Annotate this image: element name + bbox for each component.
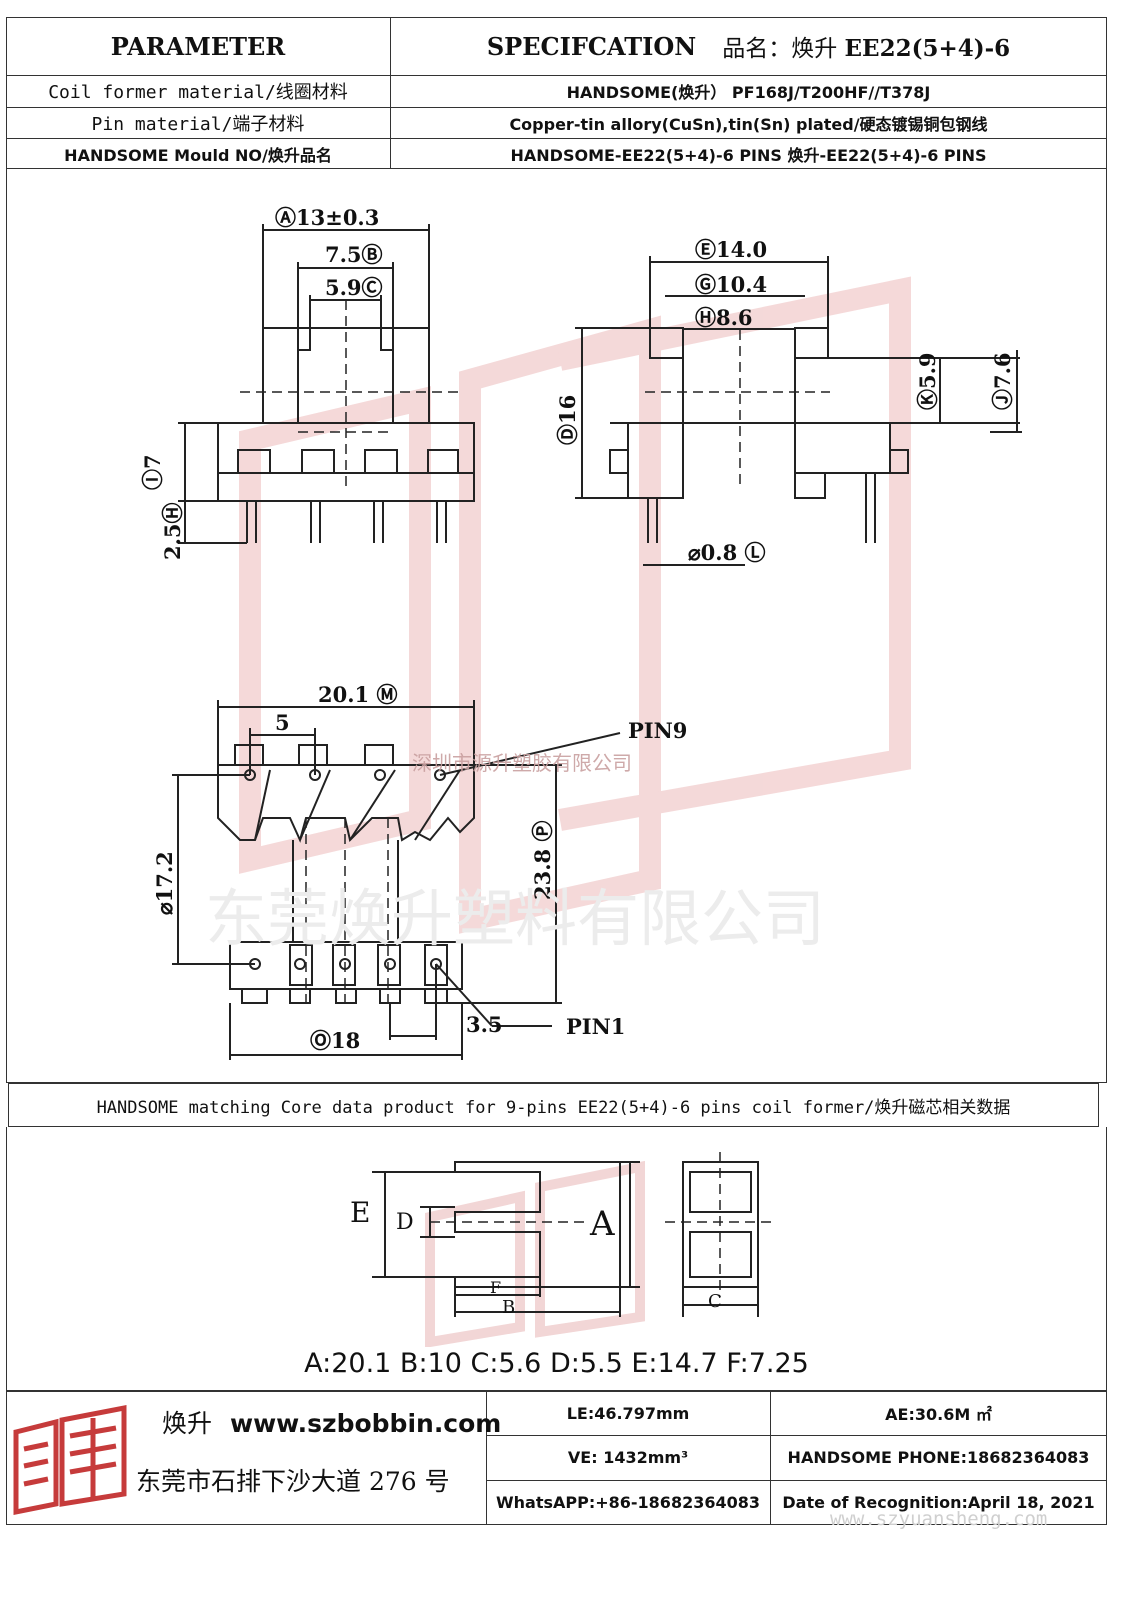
footer-row-divider bbox=[486, 1480, 1107, 1481]
dim-h86-label: Ⓗ8.6 bbox=[695, 305, 753, 330]
dim-p-label: 23.8 Ⓟ bbox=[530, 821, 555, 900]
core-area bbox=[6, 1127, 1107, 1391]
spec-table bbox=[6, 17, 1107, 169]
company-brand: 焕升 bbox=[162, 1409, 213, 1438]
specification-header: SPECIFCATION 品名：焕升 EE22(5+4)-6 bbox=[390, 17, 1107, 75]
core-values: A:20.1 B:10 C:5.6 D:5.5 E:14.7 F:7.25 bbox=[304, 1347, 809, 1379]
core-title-bar bbox=[8, 1083, 1099, 1127]
dim-n-label: ⌀17.2 bbox=[152, 851, 177, 915]
core-letter-b: B bbox=[502, 1297, 515, 1318]
dim-pin-label: ⌀0.8 Ⓛ bbox=[688, 540, 766, 565]
dim-d-label: Ⓓ16 bbox=[555, 395, 580, 445]
spec-label-mould-no: HANDSOME Mould NO/焕升品名 bbox=[64, 145, 332, 165]
recognition-date: Date of Recognition:April 18, 2021 bbox=[782, 1493, 1095, 1512]
le-value: LE:46.797mm bbox=[566, 1403, 690, 1423]
core-letter-a: A bbox=[589, 1204, 615, 1244]
watermark-large-text: 东莞焕升塑料有限公司 bbox=[205, 882, 825, 955]
company-address: 东莞市石排下沙大道 276 号 bbox=[136, 1467, 450, 1496]
dim-e-label: Ⓔ14.0 bbox=[695, 237, 767, 262]
product-name: 品名：焕升 EE22(5+4)-6 bbox=[722, 29, 1010, 63]
dim-k-label: Ⓚ5.9 bbox=[915, 352, 940, 410]
ve-value: VE: 1432mm³ bbox=[567, 1448, 689, 1467]
company-brand-line: 焕升 www.szbobbin.com bbox=[162, 1404, 501, 1440]
core-section-title: HANDSOME matching Core data product for … bbox=[96, 1097, 1011, 1118]
col-divider bbox=[390, 17, 391, 169]
row-divider bbox=[6, 75, 1107, 76]
product-name-value: EE22(5+4)-6 bbox=[844, 35, 1011, 62]
spec-value-coil-material: HANDSOME(焕升） PF168J/T200HF//T378J bbox=[566, 83, 931, 102]
core-watermark bbox=[425, 1160, 645, 1347]
company-logo-icon bbox=[13, 1404, 127, 1516]
dim-o-label: Ⓞ18 bbox=[310, 1028, 360, 1053]
core-letter-f: F bbox=[490, 1278, 501, 1297]
dim-j-label: Ⓙ7.6 bbox=[990, 352, 1015, 410]
whatsapp-value: WhatsAPP:+86-18682364083 bbox=[495, 1493, 760, 1512]
dim-q-label: 3.5 bbox=[466, 1012, 503, 1037]
drawing-area bbox=[6, 169, 1107, 1083]
parameter-header: PARAMETER bbox=[110, 31, 286, 61]
dim-a-label: Ⓐ13±0.3 bbox=[275, 205, 379, 230]
ae-value: AE:30.6M ㎡ bbox=[885, 1405, 992, 1424]
dim-b-label: 7.5Ⓑ bbox=[325, 242, 383, 267]
dim-m-label: 20.1 Ⓜ bbox=[318, 682, 397, 707]
core-letter-c: C bbox=[708, 1291, 722, 1312]
dim-g-label: Ⓖ10.4 bbox=[695, 272, 767, 297]
footer-col-divider bbox=[770, 1391, 771, 1525]
pin9-label: PIN9 bbox=[628, 718, 687, 743]
pin1-label: PIN1 bbox=[566, 1014, 625, 1039]
dim-h-label: 2.5Ⓗ bbox=[160, 502, 185, 560]
phone-value: HANDSOME PHONE:18682364083 bbox=[787, 1448, 1090, 1467]
footer-row-divider bbox=[486, 1435, 1107, 1436]
core-letter-d: D bbox=[396, 1210, 414, 1235]
row-divider bbox=[6, 138, 1107, 139]
footer-col-divider bbox=[486, 1391, 487, 1525]
dim-pitch-label: 5 bbox=[275, 710, 290, 735]
watermark-logo bbox=[239, 276, 911, 934]
url-watermark: www.szyuansheng.com bbox=[830, 1508, 1048, 1530]
specification-label: SPECIFCATION bbox=[486, 31, 697, 61]
technical-drawing: Ⓐ13±0.3 7.5Ⓑ 5.9Ⓒ Ⓘ7 2.5Ⓗ Ⓔ14.0 Ⓖ10.4 Ⓗ8… bbox=[140, 205, 1022, 1060]
core-drawing: E D A F B C bbox=[350, 1152, 775, 1347]
dim-c-label: 5.9Ⓒ bbox=[325, 275, 383, 300]
spec-value-pin-material: Copper-tin allory(CuSn),tin(Sn) plated/硬… bbox=[509, 114, 988, 134]
spec-value-mould-no: HANDSOME-EE22(5+4)-6 PINS 焕升-EE22(5+4)-6… bbox=[510, 145, 987, 165]
spec-label-pin-material: Pin material/端子材料 bbox=[91, 113, 305, 135]
company-website[interactable]: www.szbobbin.com bbox=[229, 1409, 502, 1438]
spec-label-coil-material: Coil former material/线圈材料 bbox=[48, 82, 348, 103]
product-name-label: 品名：焕升 bbox=[722, 36, 838, 62]
footer-table bbox=[6, 1391, 1107, 1525]
dim-i-label: Ⓘ7 bbox=[140, 454, 165, 490]
watermark-small-text: 深圳市源升塑胶有限公司 bbox=[412, 751, 632, 775]
core-letter-e: E bbox=[350, 1196, 370, 1229]
row-divider bbox=[6, 107, 1107, 108]
